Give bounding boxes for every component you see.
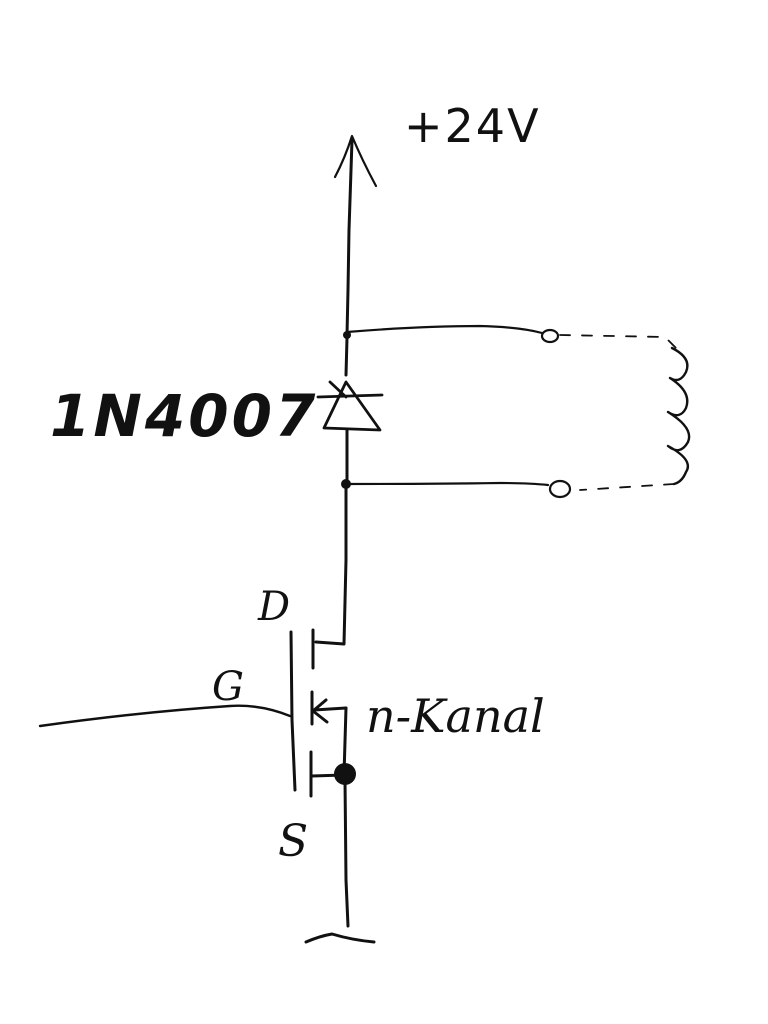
terminal-top <box>540 328 560 344</box>
ground-symbol <box>304 932 376 944</box>
supply-arrow <box>333 134 378 337</box>
wire-gate <box>38 704 292 728</box>
relay-coil <box>666 346 691 486</box>
terminal-bottom <box>548 479 572 499</box>
junction-node-top <box>343 331 351 339</box>
diode-symbol <box>316 336 384 484</box>
wire-source <box>343 778 350 928</box>
source-label: S <box>278 816 308 867</box>
wire-coil-top <box>345 324 544 335</box>
channel-label: n-Kanal <box>366 689 545 743</box>
dashed-bottom <box>579 483 675 491</box>
supply-label: +24V <box>404 99 541 153</box>
gate-label: G <box>212 664 244 710</box>
dashed-top <box>559 334 681 353</box>
wire-coil-bottom <box>344 481 550 487</box>
diode-label: 1N4007 <box>50 382 318 450</box>
source-node <box>334 763 356 785</box>
drain-label: D <box>257 584 290 630</box>
wire-drain <box>314 484 348 646</box>
